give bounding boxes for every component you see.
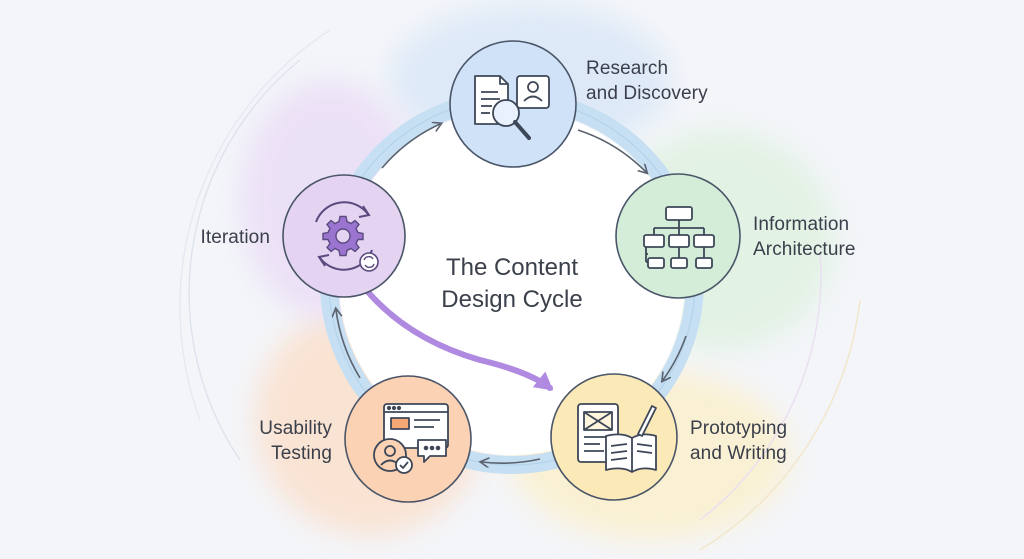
- stage-node-prototyping[interactable]: [550, 373, 678, 501]
- diagram-title: The Content Design Cycle: [392, 252, 632, 316]
- arrow-prototyping-to-testing: [482, 459, 541, 463]
- title-line: Design Cycle: [441, 286, 583, 313]
- user-feedback-icon: [373, 403, 449, 474]
- stage-label-line: Information: [753, 214, 850, 235]
- sitemap-icon: [643, 206, 715, 269]
- stage-label-information-architecture: Information Architecture: [753, 212, 856, 262]
- stage-label-iteration: Iteration: [150, 225, 270, 250]
- stage-node-iteration[interactable]: [282, 174, 406, 298]
- stage-label-line: Architecture: [753, 239, 856, 260]
- stage-label-line: Iteration: [200, 227, 270, 248]
- stage-label-research: Research and Discovery: [586, 56, 708, 106]
- stage-node-usability-testing[interactable]: [344, 375, 472, 503]
- stage-label-line: and Writing: [690, 443, 787, 464]
- decorative-orbits: [179, 29, 861, 551]
- arrow-ia-to-prototyping: [663, 335, 687, 380]
- stage-label-prototyping: Prototyping and Writing: [690, 416, 787, 466]
- arrow-iteration-to-prototyping: [365, 289, 554, 391]
- stage-node-information-architecture[interactable]: [615, 173, 741, 299]
- gear-cycle-icon: [315, 201, 379, 272]
- stage-label-line: Testing: [271, 443, 332, 464]
- stage-label-line: Research: [586, 58, 669, 79]
- stage-label-line: Usability: [259, 418, 332, 439]
- arrow-testing-to-iteration: [336, 310, 361, 379]
- arrow-iteration-to-research: [381, 124, 440, 169]
- stage-label-usability-testing: Usability Testing: [200, 416, 332, 466]
- stage-node-research[interactable]: [449, 40, 577, 168]
- document-search-icon: [474, 75, 550, 140]
- flow-arrows: [336, 124, 687, 463]
- wireframe-book-icon: [577, 403, 657, 473]
- stage-label-line: and Discovery: [586, 83, 708, 104]
- title-line: The Content: [445, 254, 579, 281]
- arrow-research-to-ia: [577, 129, 646, 172]
- stage-label-line: Prototyping: [690, 418, 788, 439]
